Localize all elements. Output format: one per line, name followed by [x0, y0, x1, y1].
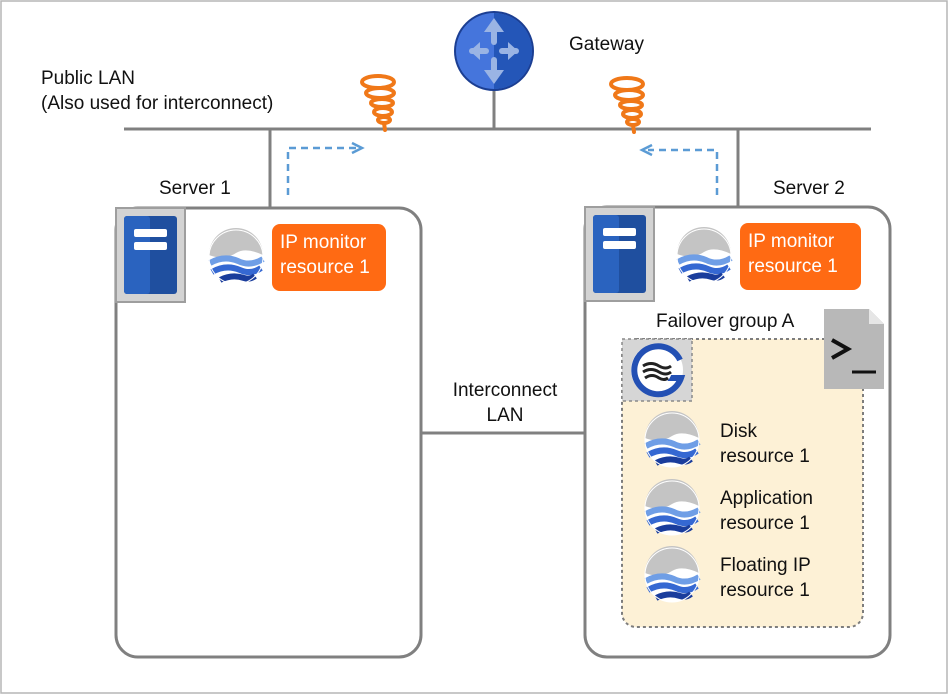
interconnect-subtitle: LAN — [486, 405, 524, 426]
server-icon — [115, 207, 186, 303]
public-lan-note: (Also used for interconnect) — [41, 93, 274, 114]
gateway-label: Gateway — [569, 34, 644, 55]
interconnect-lan-label: Interconnect LAN — [440, 378, 570, 428]
badge-line: IP monitor — [748, 231, 835, 252]
terminal-script-icon — [824, 309, 884, 389]
public-lan-label: Public LAN (Also used for interconnect) — [41, 66, 273, 116]
server1-box — [114, 206, 423, 659]
application-resource-label: Application resource 1 — [720, 486, 813, 536]
server-icon — [584, 206, 655, 302]
server2-ip-monitor-badge: IP monitor resource 1 — [740, 223, 861, 290]
server1-monitor-arrow — [286, 141, 365, 195]
resource-name: Floating IP — [720, 555, 811, 576]
resource-name: Disk — [720, 421, 757, 442]
group-g-icon — [621, 338, 693, 402]
server1-label: Server 1 — [159, 178, 231, 199]
public-lan-title: Public LAN — [41, 68, 135, 89]
resource-name: Application — [720, 488, 813, 509]
resource-name: resource 1 — [720, 446, 810, 467]
resource-wave-icon — [645, 546, 699, 602]
server2-monitor-arrow — [639, 143, 719, 195]
floating-ip-resource-label: Floating IP resource 1 — [720, 553, 811, 603]
badge-line: resource 1 — [748, 256, 838, 277]
failover-group-label: Failover group A — [656, 311, 795, 332]
resource-wave-icon — [645, 411, 699, 467]
interconnect-title: Interconnect — [452, 380, 558, 401]
server2-label: Server 2 — [773, 178, 845, 199]
resource-name: resource 1 — [720, 580, 810, 601]
badge-line: resource 1 — [280, 257, 370, 278]
server1-ip-monitor-badge: IP monitor resource 1 — [272, 224, 386, 291]
resource-wave-icon — [209, 228, 263, 284]
resource-wave-icon — [677, 227, 731, 283]
resource-wave-icon — [645, 479, 699, 535]
resource-name: resource 1 — [720, 513, 810, 534]
router-icon — [454, 11, 534, 91]
disk-resource-label: Disk resource 1 — [720, 419, 810, 469]
badge-line: IP monitor — [280, 232, 367, 253]
